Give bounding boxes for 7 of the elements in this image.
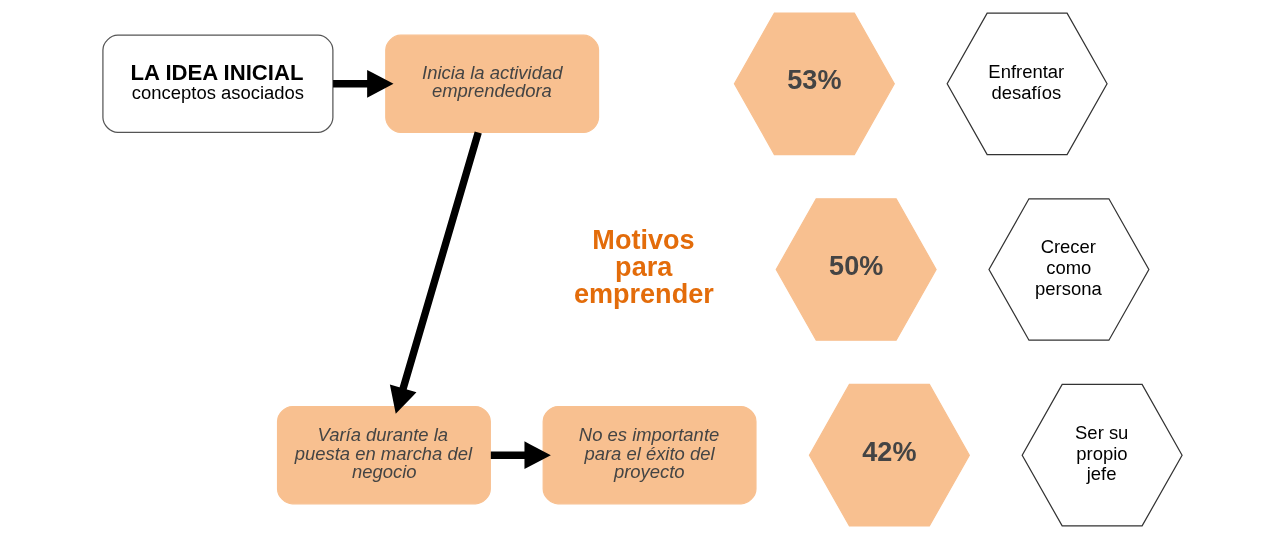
node-box: No es importante para el éxito del proyecto bbox=[542, 406, 757, 505]
label: Motivos para emprender bbox=[573, 225, 714, 310]
node-box: Varía durante la puesta en marcha del negocio bbox=[276, 406, 491, 505]
node-box: LA IDEA INICIAL conceptos asociados bbox=[102, 34, 334, 133]
node-box: Inicia la actividad emprendedora bbox=[385, 34, 600, 133]
arrow bbox=[389, 131, 482, 414]
arrow bbox=[490, 441, 551, 470]
